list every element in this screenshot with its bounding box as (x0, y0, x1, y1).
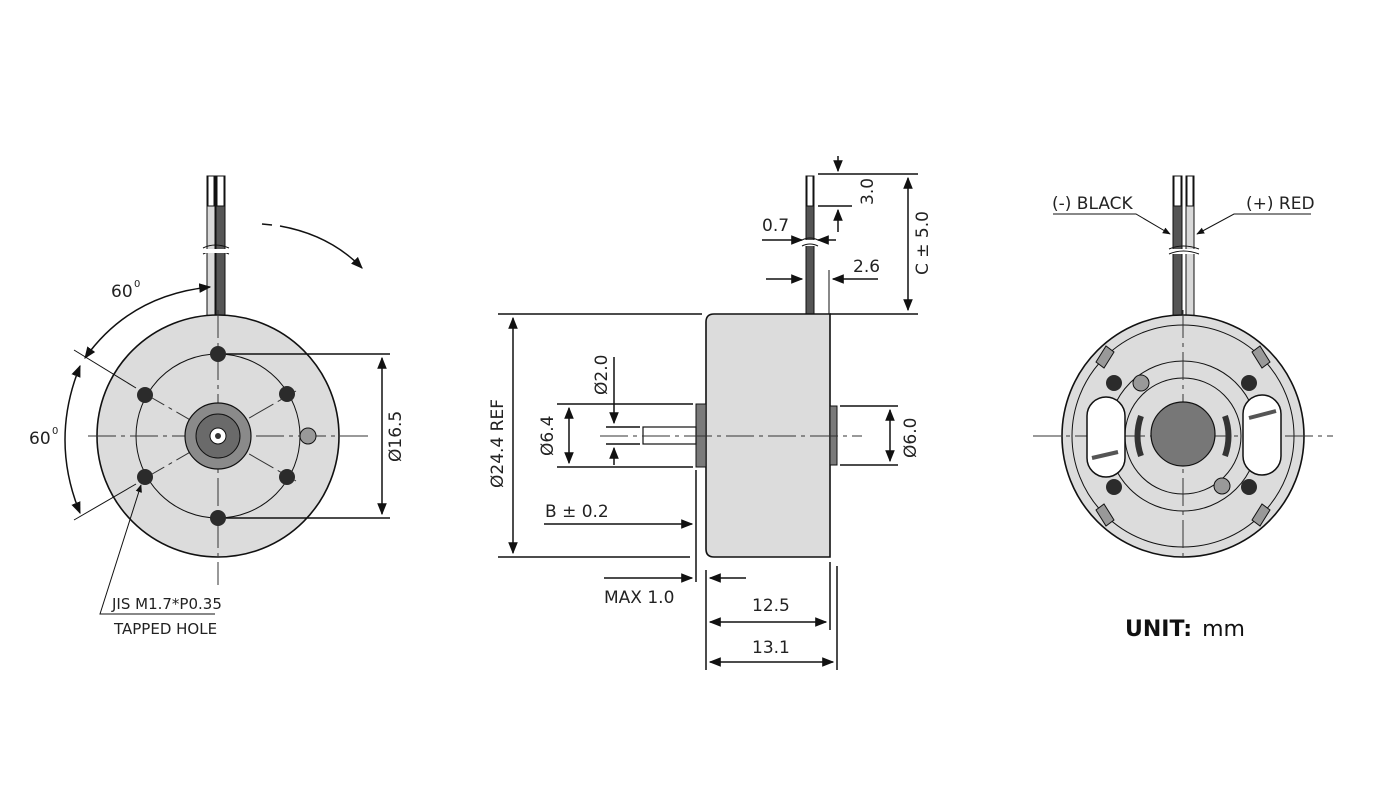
boss-diameter-dim: Ø6.4 (538, 416, 558, 456)
lead-black-label: (-) BLACK (1052, 194, 1134, 214)
tapped-hole (137, 387, 153, 403)
tapped-hole (210, 346, 226, 362)
lead-width-dim: 0.7 (762, 216, 789, 236)
vent-hole (299, 427, 317, 445)
tapped-hole (210, 510, 226, 526)
unit-label: UNIT: mm (1125, 617, 1245, 642)
rear-view: (-) BLACK (+) RED (1033, 175, 1333, 560)
angle-top-label: 60 (111, 282, 133, 302)
angle-arc-left (64, 364, 81, 515)
angle-left-unit: 0 (52, 426, 58, 437)
angle-arc-top (84, 283, 212, 359)
unit-value: mm (1202, 617, 1245, 642)
rear-boss-diameter-dim: Ø6.0 (901, 418, 921, 458)
bolt-circle-dim: Ø16.5 (386, 411, 406, 462)
lead-strip-dim: 3.0 (858, 178, 878, 205)
overall-length-dim: 13.1 (752, 638, 790, 658)
tapped-hole (279, 469, 295, 485)
side-lead-wire (801, 175, 819, 317)
angle-top-unit: 0 (134, 279, 140, 290)
front-lead-wires (202, 175, 230, 317)
shaft-length-dim: B ± 0.2 (545, 502, 609, 522)
max-boss-dim: MAX 1.0 (604, 588, 674, 608)
body-diameter-dim: Ø24.4 REF (488, 399, 508, 488)
terminal-slot-left (1086, 396, 1126, 478)
shaft-diameter-dim: Ø2.0 (592, 355, 612, 395)
rear-hub (1150, 401, 1216, 467)
angle-left-label: 60 (29, 429, 51, 449)
terminal-slot-right (1242, 394, 1282, 476)
tapped-hole (279, 386, 295, 402)
tapped-hole (137, 469, 153, 485)
side-view: Ø24.4 REF Ø6.4 Ø2.0 Ø6.0 B ± 0.2 MAX 1.0… (488, 156, 933, 670)
lead-red-label: (+) RED (1246, 194, 1315, 214)
unit-title: UNIT: (1125, 617, 1192, 642)
rotation-arrow (279, 225, 363, 269)
tapped-hole-note-1: JIS M1.7*P0.35 (111, 595, 222, 613)
front-view: 60 0 60 0 Ø16.5 JIS M1.7*P0.35 TAPPED HO… (29, 175, 406, 638)
body-length-dim: 12.5 (752, 596, 790, 616)
lead-length-dim: C ± 5.0 (913, 211, 933, 275)
tapped-hole-note-2: TAPPED HOLE (113, 620, 217, 638)
lead-offset-dim: 2.6 (853, 257, 880, 277)
rear-lead-wires (1168, 175, 1200, 317)
